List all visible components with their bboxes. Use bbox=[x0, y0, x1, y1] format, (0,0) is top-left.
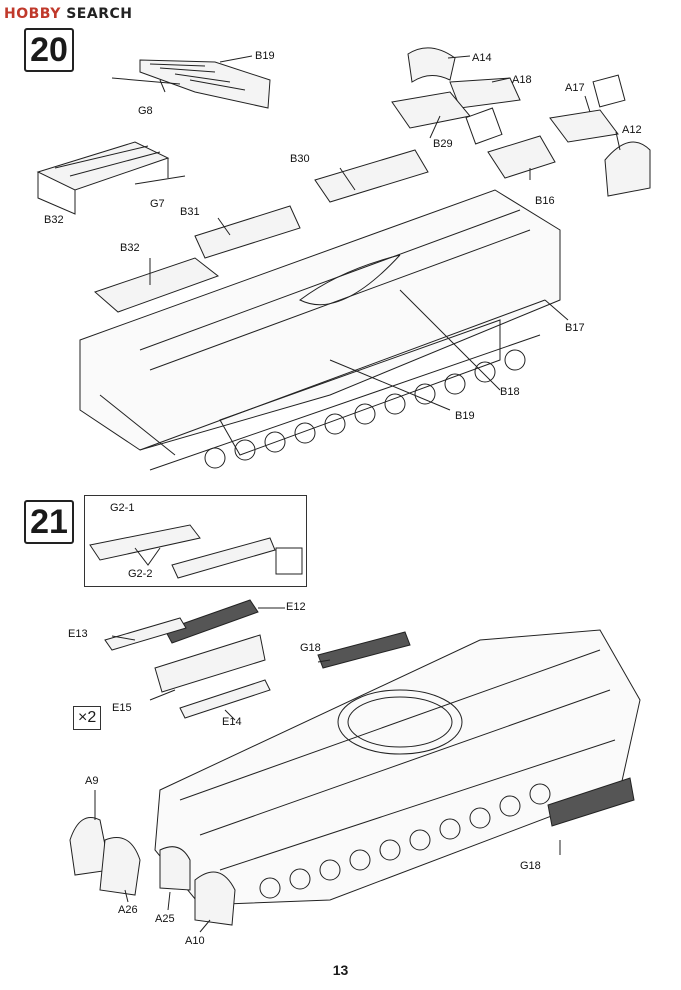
label-a26: A26 bbox=[118, 904, 138, 916]
part-g2-assembly bbox=[89, 524, 276, 579]
label-b19: B19 bbox=[255, 50, 275, 62]
label-b29: B29 bbox=[433, 138, 453, 150]
tank-hull-step20 bbox=[79, 189, 561, 471]
label-a17: A17 bbox=[565, 82, 585, 94]
part-a10 bbox=[194, 871, 236, 926]
label-g8: G8 bbox=[138, 105, 153, 117]
label-e12: E12 bbox=[286, 601, 306, 613]
label-b17: B17 bbox=[565, 322, 585, 334]
step-21-detail-inset bbox=[84, 495, 307, 587]
watermark-logo: HOBBY bbox=[4, 6, 61, 22]
label-g2-1: G2-1 bbox=[110, 502, 135, 514]
label-a25: A25 bbox=[155, 913, 175, 925]
part-g8-rod bbox=[111, 77, 181, 85]
part-b30 bbox=[314, 149, 429, 203]
part-b32b bbox=[94, 257, 220, 313]
part-a14 bbox=[407, 47, 456, 83]
label-e15: E15 bbox=[112, 702, 132, 714]
detail-inset-2 bbox=[592, 74, 626, 108]
label-b32: B32 bbox=[44, 214, 64, 226]
part-b31 bbox=[194, 205, 301, 259]
label-b16: B16 bbox=[535, 195, 555, 207]
label-a18: A18 bbox=[512, 74, 532, 86]
watermark-text: SEARCH bbox=[66, 6, 133, 22]
part-b32-fender bbox=[36, 141, 170, 215]
label-g18: G18 bbox=[300, 642, 321, 654]
step-21-number: 21 bbox=[24, 500, 74, 544]
label-b19-second: B19 bbox=[455, 410, 475, 422]
part-e15-box bbox=[154, 634, 266, 693]
page-number: 13 bbox=[332, 962, 349, 978]
part-a12 bbox=[604, 141, 651, 197]
label-a12: A12 bbox=[622, 124, 642, 136]
step-20-number: 20 bbox=[24, 28, 74, 72]
part-b16 bbox=[487, 135, 556, 179]
label-g18-second: G18 bbox=[520, 860, 541, 872]
label-a9: A9 bbox=[85, 775, 99, 787]
label-a10: A10 bbox=[185, 935, 205, 947]
label-g2-2: G2-2 bbox=[128, 568, 153, 580]
part-a18 bbox=[449, 77, 521, 109]
label-b32-second: B32 bbox=[120, 242, 140, 254]
label-a14: A14 bbox=[472, 52, 492, 64]
detail-inset-1 bbox=[465, 107, 503, 145]
label-b30: B30 bbox=[290, 153, 310, 165]
quantity-marker: ×2 bbox=[73, 706, 102, 730]
label-b31: B31 bbox=[180, 206, 200, 218]
label-b18: B18 bbox=[500, 386, 520, 398]
label-g7: G7 bbox=[150, 198, 165, 210]
part-g18-top bbox=[317, 631, 411, 669]
part-e12-grille bbox=[164, 599, 259, 644]
part-a25 bbox=[159, 846, 191, 891]
part-a17 bbox=[549, 109, 619, 143]
detail-inset-3 bbox=[275, 547, 303, 575]
label-e14: E14 bbox=[222, 716, 242, 728]
part-e13 bbox=[104, 617, 187, 651]
part-a26 bbox=[99, 837, 141, 896]
label-e13: E13 bbox=[68, 628, 88, 640]
watermark: HOBBY SEARCH bbox=[4, 4, 132, 24]
part-g7-rod bbox=[134, 175, 186, 185]
part-b19-fender bbox=[139, 59, 271, 109]
part-e14 bbox=[179, 679, 271, 719]
